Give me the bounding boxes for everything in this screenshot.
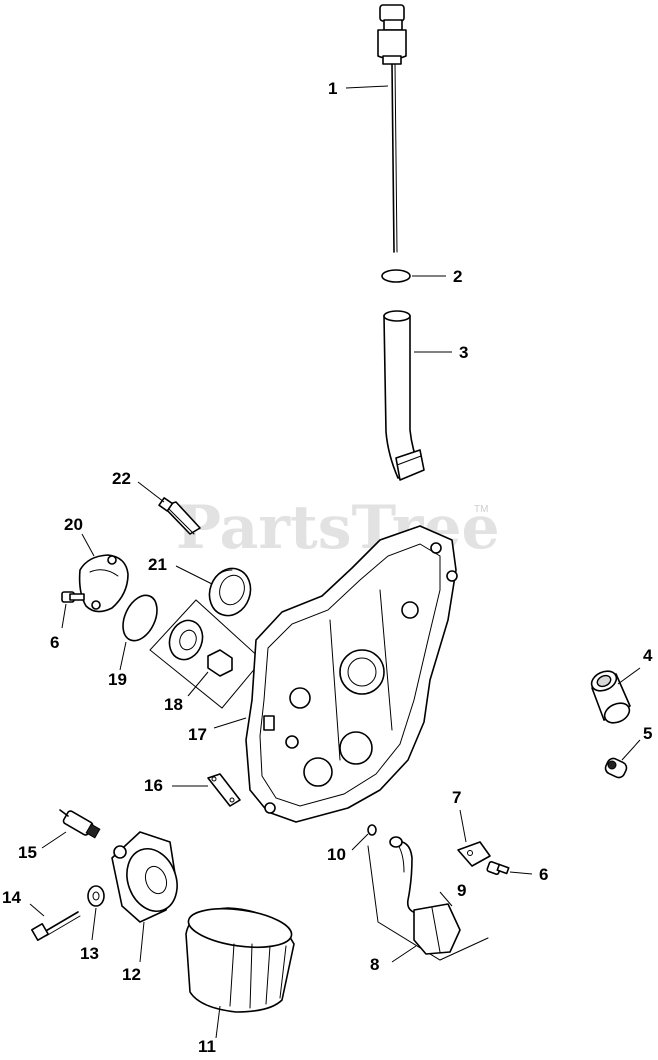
callout-12[interactable]: 12 <box>122 965 141 984</box>
washer-13[interactable] <box>87 885 105 907</box>
callout-7[interactable]: 7 <box>452 788 461 807</box>
callout-6a[interactable]: 6 <box>50 633 59 652</box>
callout-14[interactable]: 14 <box>2 888 21 907</box>
gasket-16[interactable] <box>207 773 241 807</box>
callout-21[interactable]: 21 <box>148 555 167 574</box>
bushing-4[interactable] <box>588 667 632 726</box>
callout-9[interactable]: 9 <box>457 881 466 900</box>
oil-pickup-kit-8[interactable] <box>367 836 489 961</box>
callout-labels: 1 2 3 4 5 6 6 7 8 9 10 11 12 13 14 15 16… <box>2 79 653 1056</box>
stud-22[interactable] <box>158 497 201 535</box>
callout-16[interactable]: 16 <box>144 776 163 795</box>
callout-10[interactable]: 10 <box>327 845 346 864</box>
callout-3[interactable]: 3 <box>459 343 468 362</box>
closure-plate-17[interactable] <box>245 525 458 823</box>
callout-11[interactable]: 11 <box>198 1037 216 1056</box>
dipstick[interactable] <box>377 4 407 253</box>
callout-17[interactable]: 17 <box>188 725 207 744</box>
callout-8[interactable]: 8 <box>370 955 379 974</box>
leader-lines <box>29 85 641 1039</box>
dipstick-tube[interactable] <box>383 310 425 481</box>
oil-pump-rotor-kit-18[interactable] <box>149 599 263 709</box>
watermark-tm: TM <box>474 504 488 515</box>
callout-4[interactable]: 4 <box>643 646 653 665</box>
screw-6a[interactable] <box>61 591 85 603</box>
callout-15[interactable]: 15 <box>18 843 37 862</box>
filter-adapter-12[interactable] <box>111 831 185 923</box>
screw-6b[interactable] <box>486 861 510 875</box>
oil-pressure-switch-15[interactable] <box>59 809 101 839</box>
o-ring-10[interactable] <box>367 824 377 836</box>
callout-1[interactable]: 1 <box>328 79 337 98</box>
callout-22[interactable]: 22 <box>112 469 131 488</box>
callout-5[interactable]: 5 <box>643 724 652 743</box>
callout-6b[interactable]: 6 <box>539 865 548 884</box>
callout-18[interactable]: 18 <box>164 695 183 714</box>
pump-cover-20[interactable] <box>78 554 129 613</box>
o-ring-2[interactable] <box>381 269 411 283</box>
callout-20[interactable]: 20 <box>64 515 83 534</box>
bolt-14[interactable] <box>31 911 81 941</box>
callout-13[interactable]: 13 <box>80 944 99 963</box>
o-ring-19[interactable] <box>116 590 163 646</box>
callout-19[interactable]: 19 <box>108 670 127 689</box>
plug-5[interactable] <box>604 757 629 780</box>
callout-2[interactable]: 2 <box>453 267 462 286</box>
bracket-7[interactable] <box>457 841 491 867</box>
oil-seal-21[interactable] <box>203 563 257 622</box>
oil-filter-11[interactable] <box>185 903 295 1013</box>
